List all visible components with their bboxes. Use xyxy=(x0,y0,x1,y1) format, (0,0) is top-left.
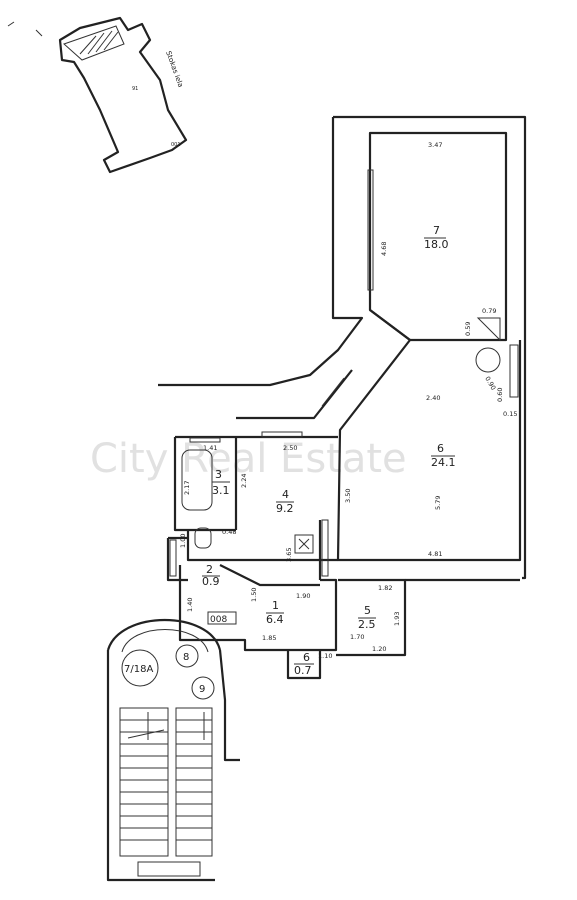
dim-label: 3.65 xyxy=(285,548,293,562)
dim-label: 0.60 xyxy=(496,388,504,402)
stove-icon xyxy=(294,534,314,554)
room-6-area: 24.1 xyxy=(431,456,456,469)
room-5-area: 2.5 xyxy=(358,618,376,631)
stair-label: 7/18A xyxy=(124,664,153,675)
room-7-area: 18.0 xyxy=(424,238,449,251)
dim-label: 1.00 xyxy=(179,534,187,548)
dim-label: 0.48 xyxy=(222,528,236,536)
dim-label: 1.40 xyxy=(186,598,194,612)
room-3-area: 3.1 xyxy=(212,484,230,497)
stairs xyxy=(119,707,213,857)
dim-label: 0.15 xyxy=(503,410,517,418)
apartment-code-box xyxy=(207,611,237,625)
plot-code: 001 xyxy=(171,142,181,148)
room-6-number: 6 xyxy=(437,442,444,455)
room-3-number: 3 xyxy=(215,468,222,481)
toilet-icon xyxy=(194,527,212,549)
building-walls xyxy=(106,115,527,882)
plot-mark: 91 xyxy=(132,86,138,92)
dim-label: 1.93 xyxy=(393,612,401,626)
bathtub-icon xyxy=(181,449,213,511)
room-4-number: 4 xyxy=(282,488,289,501)
room-5-number: 5 xyxy=(364,604,371,617)
watermark: City Real Estate xyxy=(90,436,407,482)
dim-label: 0.79 xyxy=(482,307,496,315)
dim-label: 1.70 xyxy=(350,633,364,641)
dim-label: 5.79 xyxy=(434,496,442,510)
dim-label: 1.82 xyxy=(378,584,392,592)
room-6b-area: 0.7 xyxy=(294,664,312,677)
windows xyxy=(169,169,519,577)
dim-label: 1.85 xyxy=(262,634,276,642)
circle-8-marker xyxy=(175,644,199,668)
dim-label: 3.50 xyxy=(344,489,352,503)
stair-marker-circle xyxy=(121,649,159,687)
site-plan: Stokas iela 91 001 xyxy=(7,16,188,174)
dim-label: 1.90 xyxy=(296,592,310,600)
room-4-area: 9.2 xyxy=(276,502,294,515)
fixtures xyxy=(181,317,501,554)
dim-label: 4.81 xyxy=(428,550,442,558)
dim-label: 1.41 xyxy=(203,444,217,452)
dim-label: 2.17 xyxy=(183,481,191,495)
dimensions: 3.47 4.68 0.79 0.59 0.90 0.60 0.15 2.40 … xyxy=(179,141,517,660)
street-label: Stokas iela xyxy=(164,50,185,89)
room-1-area: 6.4 xyxy=(266,613,284,626)
dim-label: 1.10 xyxy=(318,652,332,660)
dim-label: 1.20 xyxy=(372,645,386,653)
hatched-building-icon xyxy=(79,30,119,55)
dim-label: 2.24 xyxy=(240,474,248,488)
dim-label: 0.59 xyxy=(464,322,472,336)
room-6b-number: 6 xyxy=(303,651,310,664)
room-2-area: 0.9 xyxy=(202,575,220,588)
room-labels: 7 18.0 6 24.1 3 3.1 4 9.2 2 0.9 1 6.4 5 … xyxy=(202,224,456,677)
apartment-code: 008 xyxy=(210,615,227,625)
dim-label: 2.40 xyxy=(426,394,440,402)
dim-label: 1.50 xyxy=(250,588,258,602)
room-1-number: 1 xyxy=(272,599,279,612)
circle-9-label: 9 xyxy=(199,684,205,695)
room-2-number: 2 xyxy=(206,563,213,576)
dim-label: 2.50 xyxy=(283,444,297,452)
room-7-number: 7 xyxy=(433,224,440,237)
dim-label: 3.47 xyxy=(428,141,442,149)
circle-9-marker xyxy=(191,676,215,700)
dim-label: 4.68 xyxy=(380,242,388,256)
circle-8-label: 8 xyxy=(183,652,189,663)
